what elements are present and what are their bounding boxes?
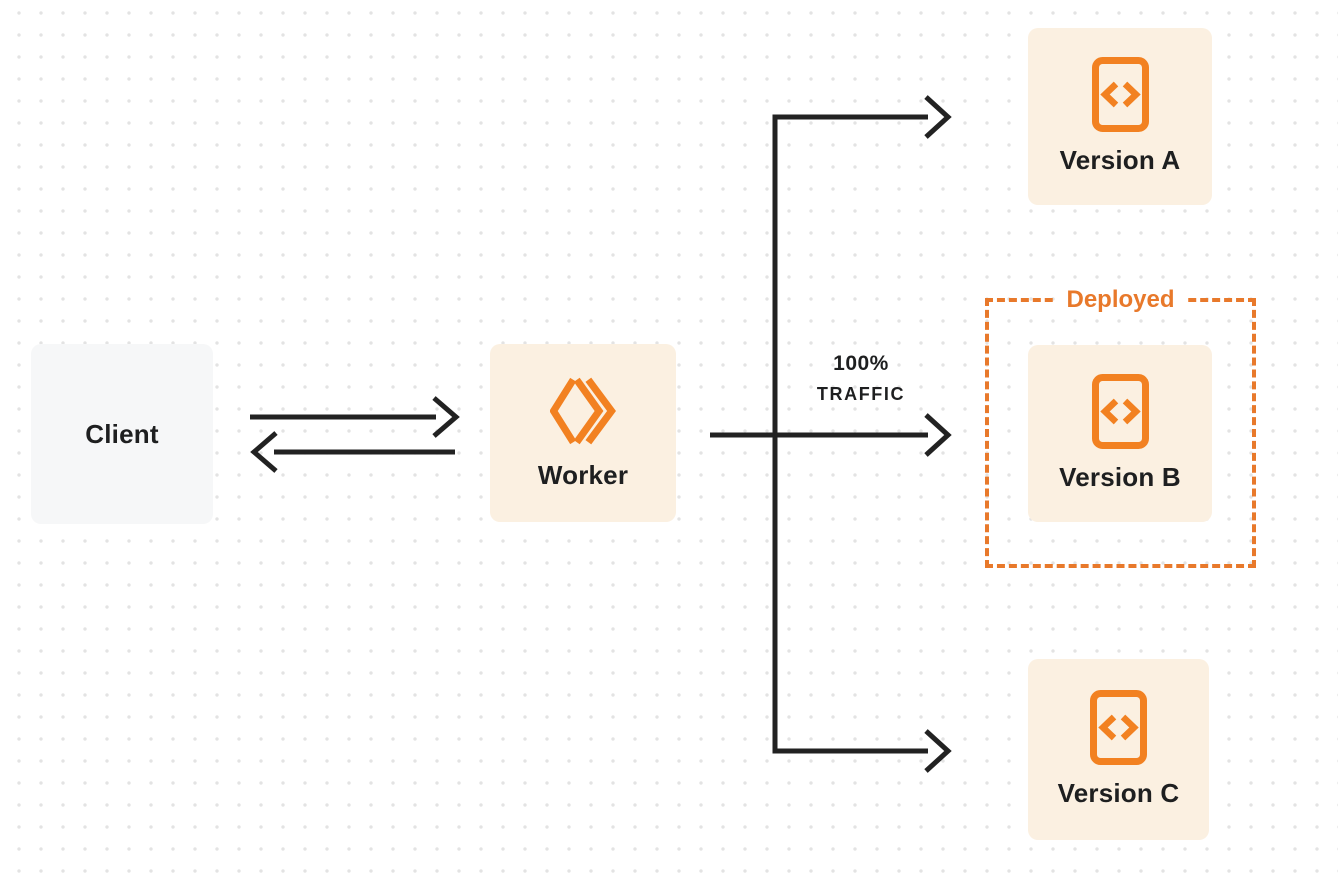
version-a-label: Version A: [1059, 145, 1181, 175]
node-version-c: Version C: [1028, 659, 1209, 840]
deployed-label: Deployed: [1054, 284, 1187, 316]
worker-label: Worker: [537, 459, 629, 490]
traffic-word-text: TRAFFIC: [816, 384, 906, 404]
worker-to-version-b-arrowhead-icon: [924, 413, 952, 457]
node-version-b: Version B: [1028, 345, 1212, 522]
branch-to-version-a-arrowhead-icon: [924, 95, 952, 139]
version-b-label: Version B: [1059, 462, 1181, 492]
code-file-icon: [1090, 690, 1147, 765]
node-worker: Worker: [490, 344, 676, 522]
client-label: Client: [85, 418, 159, 449]
node-client: Client: [31, 344, 213, 524]
version-c-label: Version C: [1057, 778, 1180, 808]
traffic-annotation: 100% TRAFFIC: [775, 350, 947, 410]
worker-to-client-arrowhead-icon: [250, 431, 278, 473]
worker-logo-icon: [550, 377, 616, 444]
branch-bracket-line: [772, 114, 928, 754]
branch-to-version-c-arrowhead-icon: [924, 729, 952, 773]
traffic-percent-text: 100%: [833, 352, 889, 375]
client-to-worker-arrowhead-icon: [432, 396, 460, 438]
node-version-a: Version A: [1028, 28, 1212, 205]
code-file-icon: [1091, 57, 1149, 132]
code-file-icon: [1091, 374, 1149, 449]
deployed-group: Deployed Version B: [985, 284, 1256, 568]
